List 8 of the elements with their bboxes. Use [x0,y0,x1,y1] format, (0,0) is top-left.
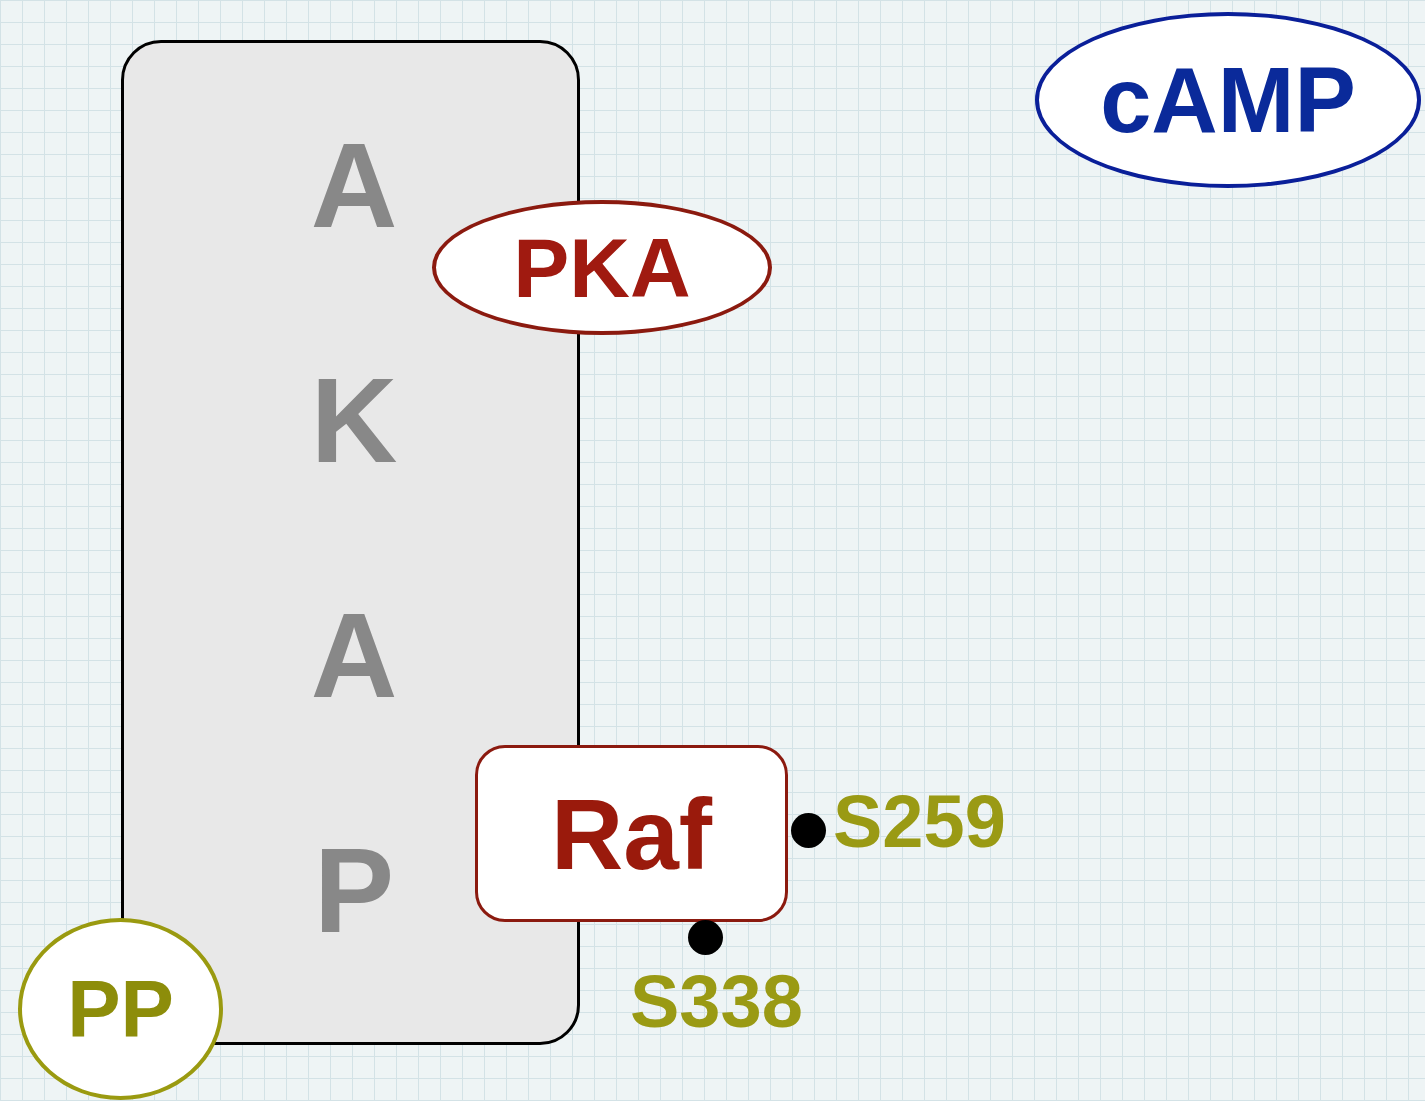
protein-label: PKA [513,225,691,310]
messenger-label: cAMP [1100,54,1356,146]
kinase-label: Raf [550,783,713,884]
site-label: S338 [630,965,803,1039]
site-label: S259 [833,785,1006,859]
phosphatase-label: PP [67,969,174,1049]
kinase-box [475,745,788,922]
scaffold-label: AKAP [309,117,399,959]
